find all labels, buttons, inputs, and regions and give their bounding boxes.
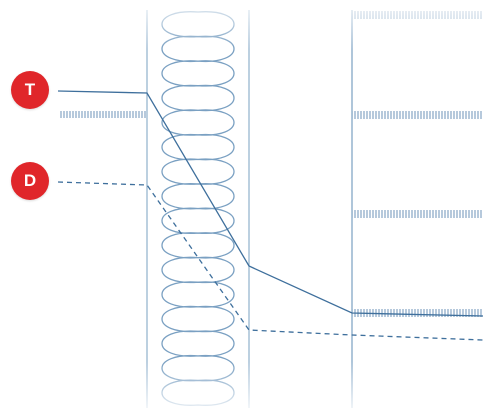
marker-t-badge: T (11, 71, 49, 109)
fade-overlay (140, 0, 483, 411)
line-t (57, 90, 483, 317)
cladding-tie-left (60, 111, 147, 118)
marker-d-badge: D (11, 162, 49, 200)
